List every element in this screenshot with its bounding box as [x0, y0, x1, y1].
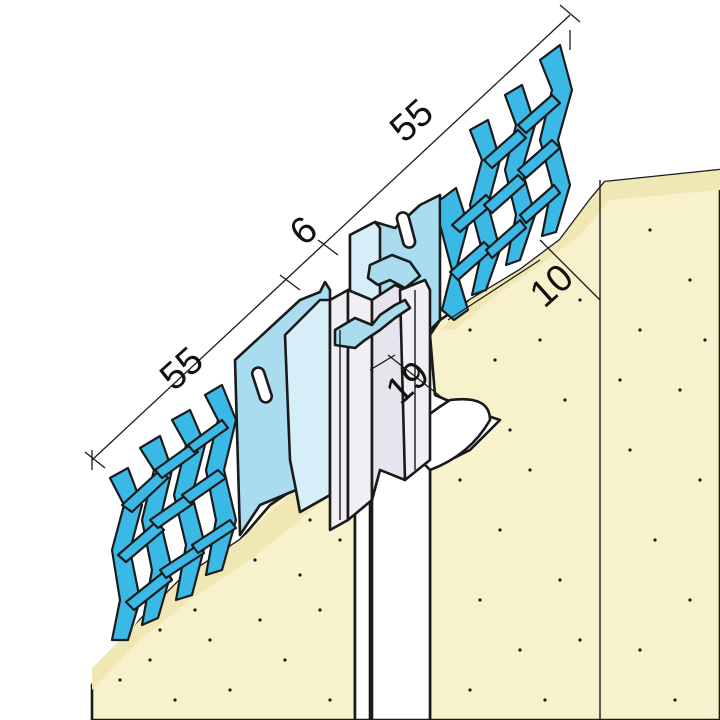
- plaster-texture: [118, 228, 707, 702]
- dimension-gap-6: 6: [282, 208, 326, 253]
- left-flange-slot: [250, 366, 274, 404]
- right-flange-slot: [395, 211, 417, 249]
- dimension-left-55: 55: [152, 339, 212, 399]
- dimension-lines: [84, 4, 601, 470]
- left-profile-flange: [233, 280, 332, 537]
- left-mesh: [108, 383, 238, 642]
- profile-core: [328, 253, 432, 532]
- right-mesh: [438, 43, 574, 322]
